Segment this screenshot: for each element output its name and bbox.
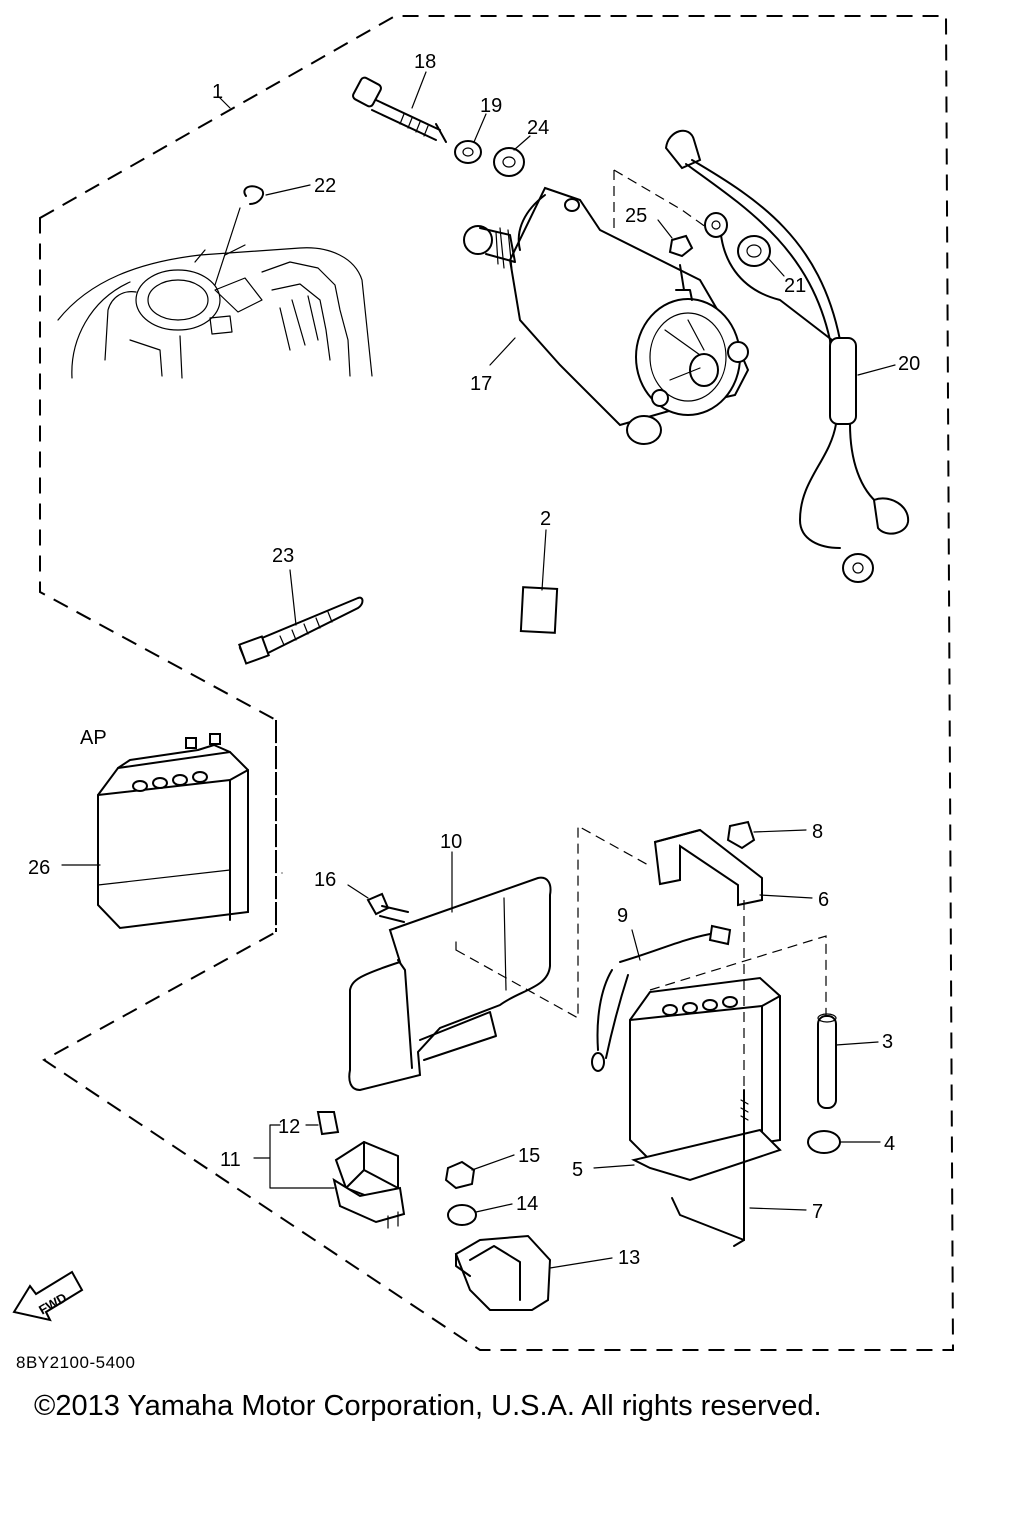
copyright-notice: ©2013 Yamaha Motor Corporation, U.S.A. A… — [34, 1390, 822, 1422]
callout-21: 21 — [784, 275, 806, 297]
callout-11: 11 — [220, 1149, 241, 1171]
washer-24-shape — [493, 147, 525, 177]
washer-19-shape — [454, 140, 482, 164]
clip-22-shape — [243, 185, 264, 205]
starter-motor-17-shape — [463, 186, 750, 445]
callout-9: 9 — [617, 905, 628, 927]
callout-12: 12 — [278, 1116, 300, 1138]
battery-lead-9-shape — [591, 924, 732, 1072]
callout-4: 4 — [884, 1133, 895, 1155]
drawing-code: 8BY2100-5400 — [16, 1353, 136, 1372]
callout-16: 16 — [314, 869, 336, 891]
callout-1: 1 — [212, 81, 223, 103]
washer-14-shape — [447, 1204, 477, 1226]
tube-3-shape — [817, 1013, 837, 1109]
unit-13-shape — [454, 1234, 552, 1311]
callout-6: 6 — [818, 889, 829, 911]
cover-10-shape — [348, 876, 552, 1092]
battery-shape — [629, 976, 781, 1162]
callout-8: 8 — [812, 821, 823, 843]
callout-18: 18 — [414, 51, 436, 73]
kit-boundary-outline — [39, 15, 955, 1351]
cable-20-shape — [664, 129, 910, 583]
callout-10: 10 — [440, 831, 462, 853]
battery-26-shape — [97, 733, 249, 930]
callout-7: 7 — [812, 1201, 823, 1223]
callout-22: 22 — [314, 175, 336, 197]
callout-17: 17 — [470, 373, 492, 395]
bolt-16-shape — [366, 892, 409, 923]
fuse-12-shape — [316, 1111, 340, 1136]
callout-26: 26 — [28, 857, 50, 879]
engine-block-sketch — [57, 207, 373, 379]
callout-19: 19 — [480, 95, 502, 117]
pad-2-shape — [519, 586, 559, 634]
nut-15-shape — [444, 1160, 476, 1190]
callout-24: 24 — [527, 117, 549, 139]
nut-8-shape — [726, 820, 756, 850]
callout-23: 23 — [272, 545, 294, 567]
callout-15: 15 — [518, 1145, 540, 1167]
callout-20: 20 — [898, 353, 920, 375]
grommet-4-shape — [807, 1130, 841, 1154]
cap-21-shape — [737, 235, 771, 267]
fwd-arrow-icon: FWD — [12, 1270, 84, 1322]
relay-11-shape — [332, 1140, 406, 1229]
callout-2: 2 — [540, 508, 551, 530]
cable-tie-23-shape — [238, 596, 364, 665]
callout-13: 13 — [618, 1247, 640, 1269]
callout-5: 5 — [572, 1159, 583, 1181]
bracket-6-shape — [653, 828, 763, 907]
callout-3: 3 — [882, 1031, 893, 1053]
nut-25-shape — [668, 234, 694, 258]
ap-label: AP — [80, 727, 107, 749]
rod-7-shape — [671, 1089, 749, 1247]
callout-25: 25 — [625, 205, 647, 227]
callout-14: 14 — [516, 1193, 538, 1215]
bolt-18-shape — [352, 76, 447, 143]
